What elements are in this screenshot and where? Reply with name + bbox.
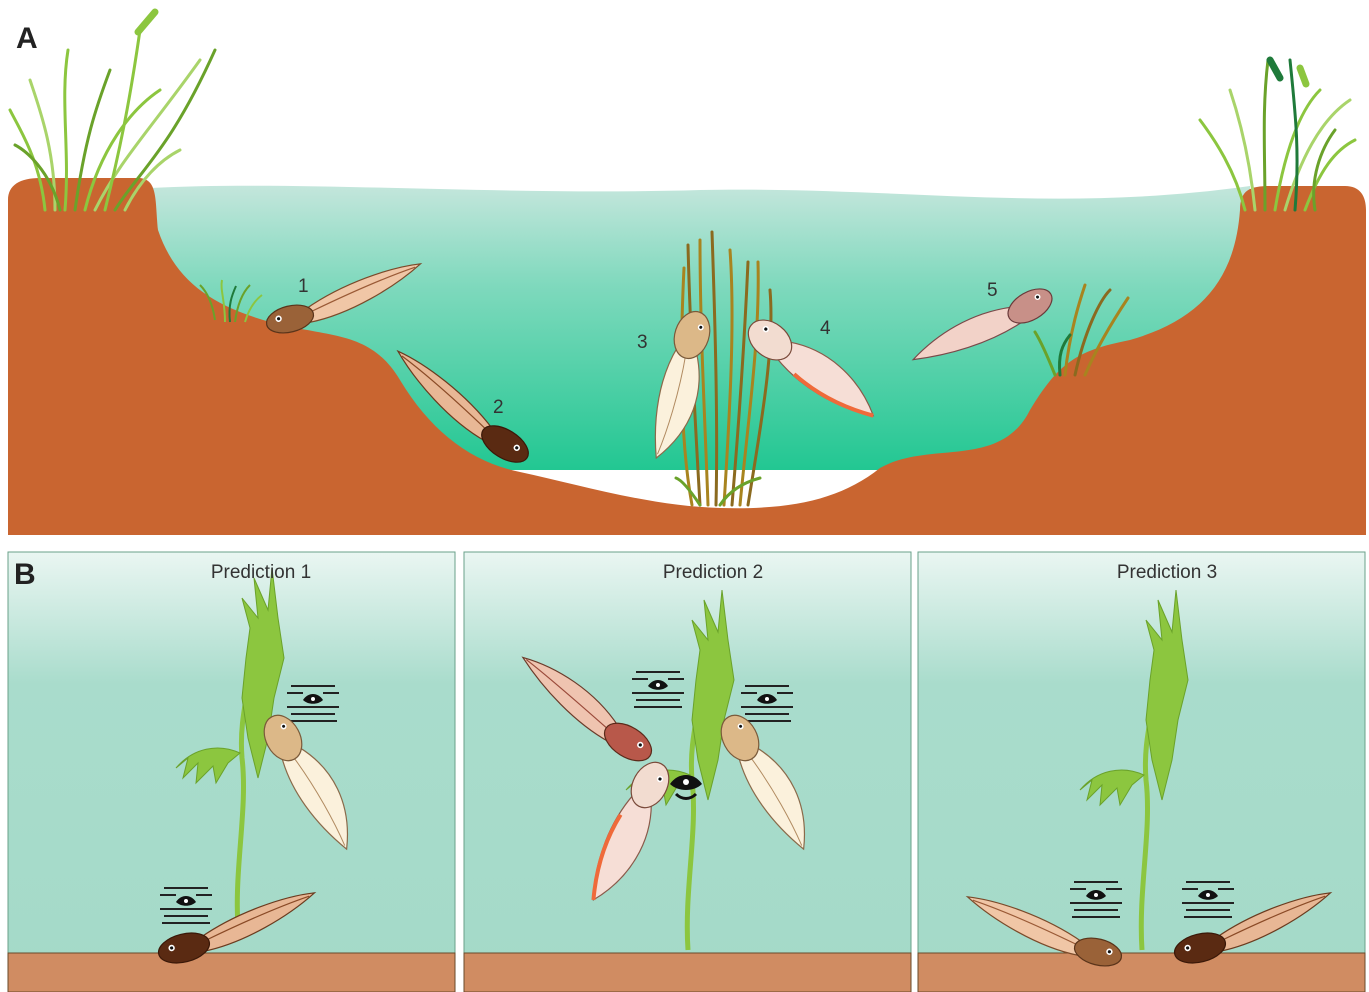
prediction-3-title: Prediction 3	[1117, 562, 1217, 583]
prediction-2-tank: Prediction 2	[464, 552, 911, 992]
prediction-2-title: Prediction 2	[663, 562, 763, 583]
tadpole-label-1: 1	[298, 276, 309, 297]
tadpole-label-5: 5	[987, 280, 998, 301]
tadpole-label-4: 4	[820, 318, 831, 339]
panel-b-letter: B	[14, 558, 36, 591]
tadpole-label-3: 3	[637, 332, 648, 353]
panel-b: Prediction 1 Prediction 2	[8, 552, 1365, 992]
prediction-1-tank: Prediction 1	[8, 552, 455, 992]
panel-a: A 1 2 3 4 5	[8, 12, 1366, 535]
prediction-3-tank: Prediction 3	[918, 552, 1365, 992]
tadpole-label-2: 2	[493, 397, 504, 418]
panel-a-letter: A	[16, 22, 38, 55]
bank-grass-left	[10, 12, 215, 210]
prediction-1-title: Prediction 1	[211, 562, 311, 583]
